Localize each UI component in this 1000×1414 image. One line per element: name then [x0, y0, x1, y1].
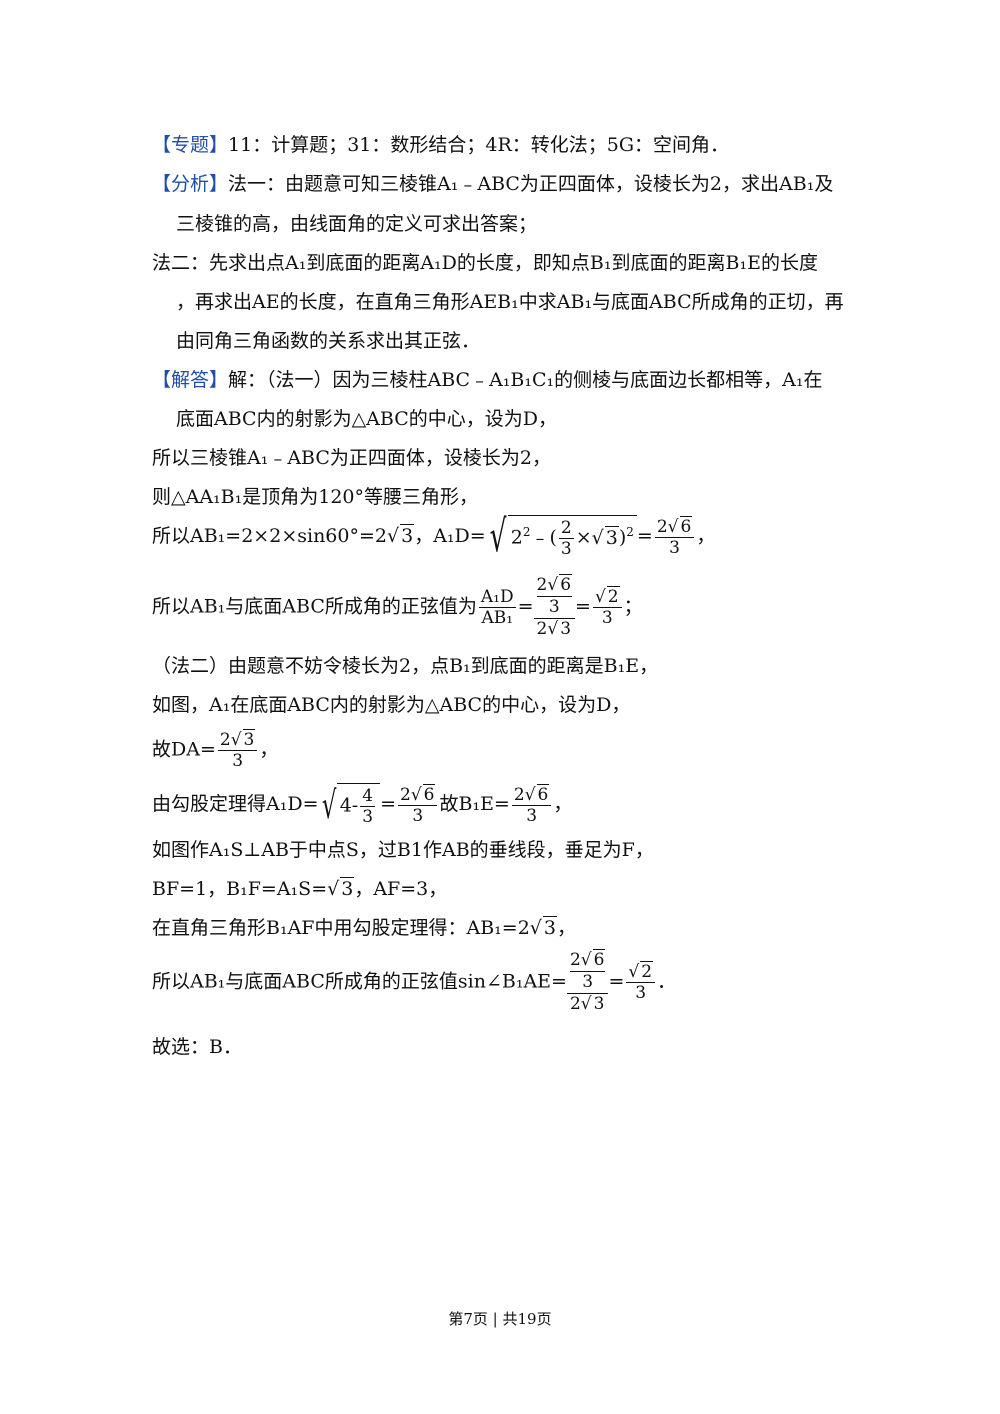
topic-text: 11：计算题；31：数形结合；4R：转化法；5G：空间角． [228, 134, 730, 156]
solution-label: 【解答】 [152, 369, 229, 391]
analysis-label: 【分析】 [152, 173, 229, 195]
sqrt-3: √3 [387, 524, 415, 547]
solution-line-13: 在直角三角形B₁AF中用勾股定理得：AB₁=2√3， [152, 916, 577, 939]
solution-line-15: 故选：B． [152, 1036, 242, 1058]
topic-label: 【专题】 [152, 134, 229, 156]
solution-line-7: （法二）由题意不妨令棱长为2，点B₁到底面的距离是B₁E， [152, 655, 659, 677]
solution-line-1: 【解答】解：（法一）因为三棱柱ABC﹣A₁B₁C₁的侧棱与底面边长都相等，A₁在 [152, 367, 823, 393]
solution-line-11: 如图作A₁S⊥AB于中点S，过B1作AB的垂线段，垂足为F， [152, 839, 654, 861]
solution-line-4: 则△AA₁B₁是顶角为120°等腰三角形， [152, 486, 479, 508]
analysis-text-1: 法一：由题意可知三棱锥A₁﹣ABC为正四面体，设棱长为2，求出AB₁及 [228, 173, 834, 195]
radical-sign: √ [489, 511, 507, 562]
page-footer: 第7页 | 共19页 [448, 1310, 552, 1328]
radical-sign-2: √ [321, 783, 336, 827]
analysis-line-1: 【分析】法一：由题意可知三棱锥A₁﹣ABC为正四面体，设棱长为2，求出AB₁及 [152, 171, 833, 197]
analysis-line-2: 三棱锥的高，由线面角的定义可求出答案； [176, 213, 538, 235]
solution-line-8: 如图，A₁在底面ABC内的射影为△ABC的中心，设为D， [152, 694, 631, 716]
analysis-line-4: ，再求出AE的长度，在直角三角形AEB₁中求AB₁与底面ABC所成角的正切，再 [176, 291, 844, 313]
solution-line-12: BF=1，B₁F=A₁S=√3，AF=3， [152, 877, 448, 900]
solution-line-3: 所以三棱锥A₁﹣ABC为正四面体，设棱长为2， [152, 447, 552, 469]
analysis-line-5: 由同角三角函数的关系求出其正弦． [176, 330, 481, 352]
analysis-line-3: 法二：先求出点A₁到底面的距离A₁D的长度，即知点B₁到底面的距离B₁E的长度 [152, 252, 818, 274]
solution-text-1: 解：（法一）因为三棱柱ABC﹣A₁B₁C₁的侧棱与底面边长都相等，A₁在 [228, 369, 823, 391]
topic-line: 【专题】11：计算题；31：数形结合；4R：转化法；5G：空间角． [152, 132, 729, 158]
solution-line-2: 底面ABC内的射影为△ABC的中心，设为D， [176, 408, 557, 430]
